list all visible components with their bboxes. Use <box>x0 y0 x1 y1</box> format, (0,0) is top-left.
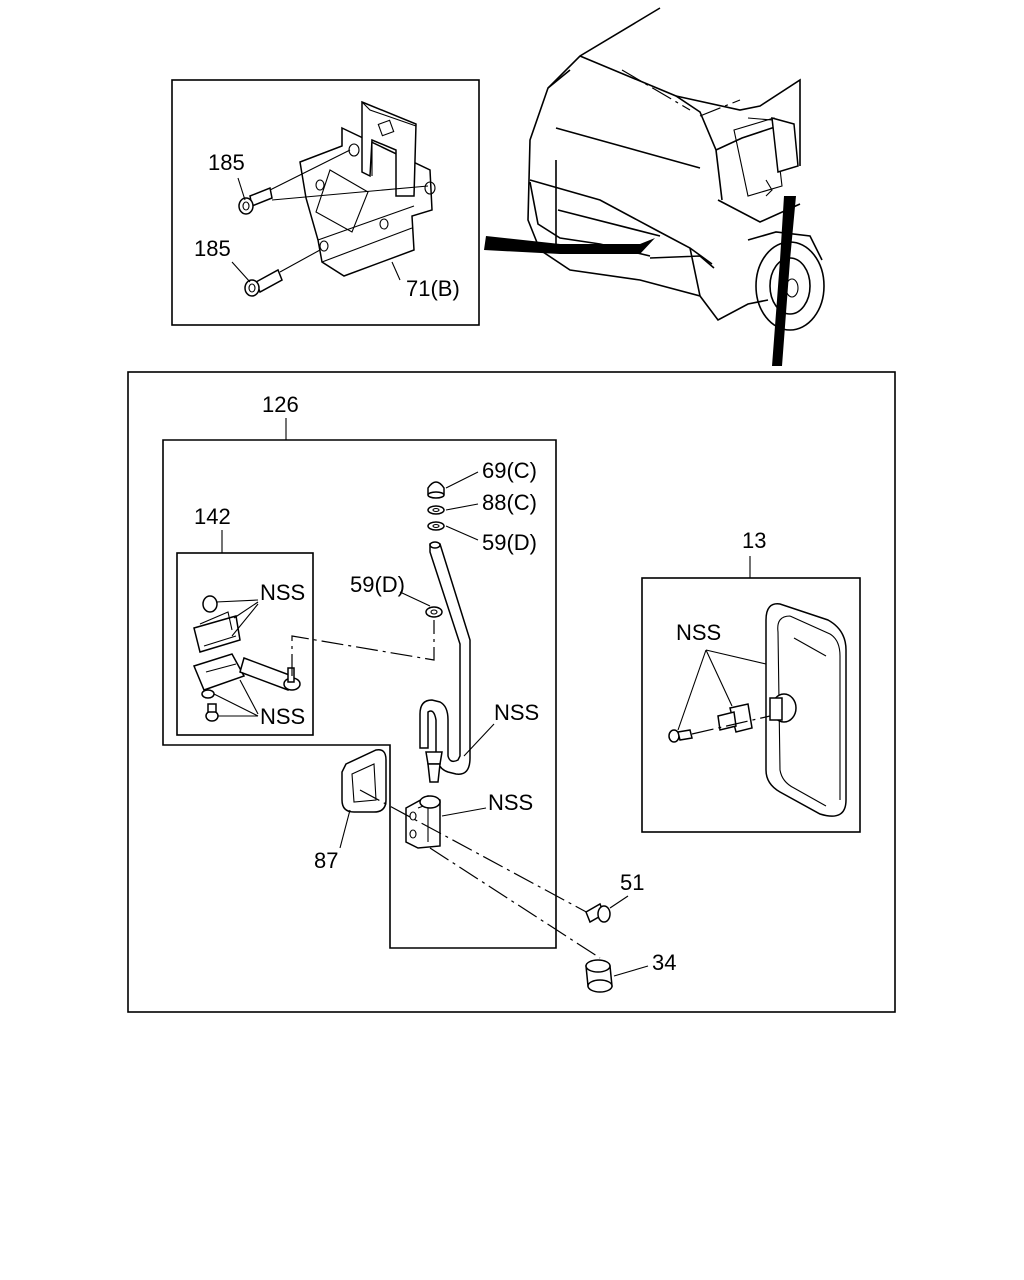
bracket-71b-drawing <box>299 100 436 277</box>
label-59d-right: 59(D) <box>482 530 537 555</box>
stay-arm-centerline <box>291 620 435 676</box>
arm-assembly-frame: 126 <box>162 392 557 949</box>
label-185-lower: 185 <box>194 236 231 261</box>
stay-assembly-box: 142 NSS NSS <box>176 504 314 736</box>
label-69c: 69(C) <box>482 458 537 483</box>
cap-34: 34 <box>585 950 676 993</box>
label-51: 51 <box>620 870 644 895</box>
gasket-87: 87 <box>314 748 387 873</box>
mirror-head-drawing <box>668 603 847 817</box>
label-34: 34 <box>652 950 676 975</box>
bolt-185-lower <box>244 249 321 297</box>
bracket-detail-box: 185 185 71(B) <box>171 79 480 326</box>
label-nss-arm: NSS <box>494 700 539 725</box>
mirror-detail-box: 13 NSS <box>641 528 861 833</box>
label-nss-stay-top: NSS <box>260 580 305 605</box>
main-assembly-box <box>127 371 896 1013</box>
leader-185-upper <box>237 177 246 201</box>
hinge-cap-centerline <box>429 847 601 959</box>
truck-cab-illustration <box>484 7 825 366</box>
label-nss-hinge: NSS <box>488 790 533 815</box>
stay-parts-drawing <box>192 595 301 722</box>
leader-185-lower <box>231 261 251 283</box>
gasket-screw-centerline <box>359 789 591 915</box>
label-88c: 88(C) <box>482 490 537 515</box>
hinge-bracket: NSS <box>405 790 533 849</box>
label-59d-left: 59(D) <box>350 572 405 597</box>
label-185-upper: 185 <box>208 150 245 175</box>
mirror-arm: NSS <box>419 541 539 783</box>
label-142: 142 <box>194 504 231 529</box>
label-13: 13 <box>742 528 766 553</box>
leader-71b <box>391 261 401 281</box>
label-126: 126 <box>262 392 299 417</box>
arm-top-fasteners: 69(C) 88(C) 59(D) 59(D) <box>350 458 537 618</box>
screw-51: 51 <box>585 870 644 924</box>
label-nss-mirror: NSS <box>676 620 721 645</box>
bolt-185-upper <box>238 149 429 215</box>
label-71b: 71(B) <box>406 276 460 301</box>
label-87: 87 <box>314 848 338 873</box>
label-nss-stay-bottom: NSS <box>260 704 305 729</box>
